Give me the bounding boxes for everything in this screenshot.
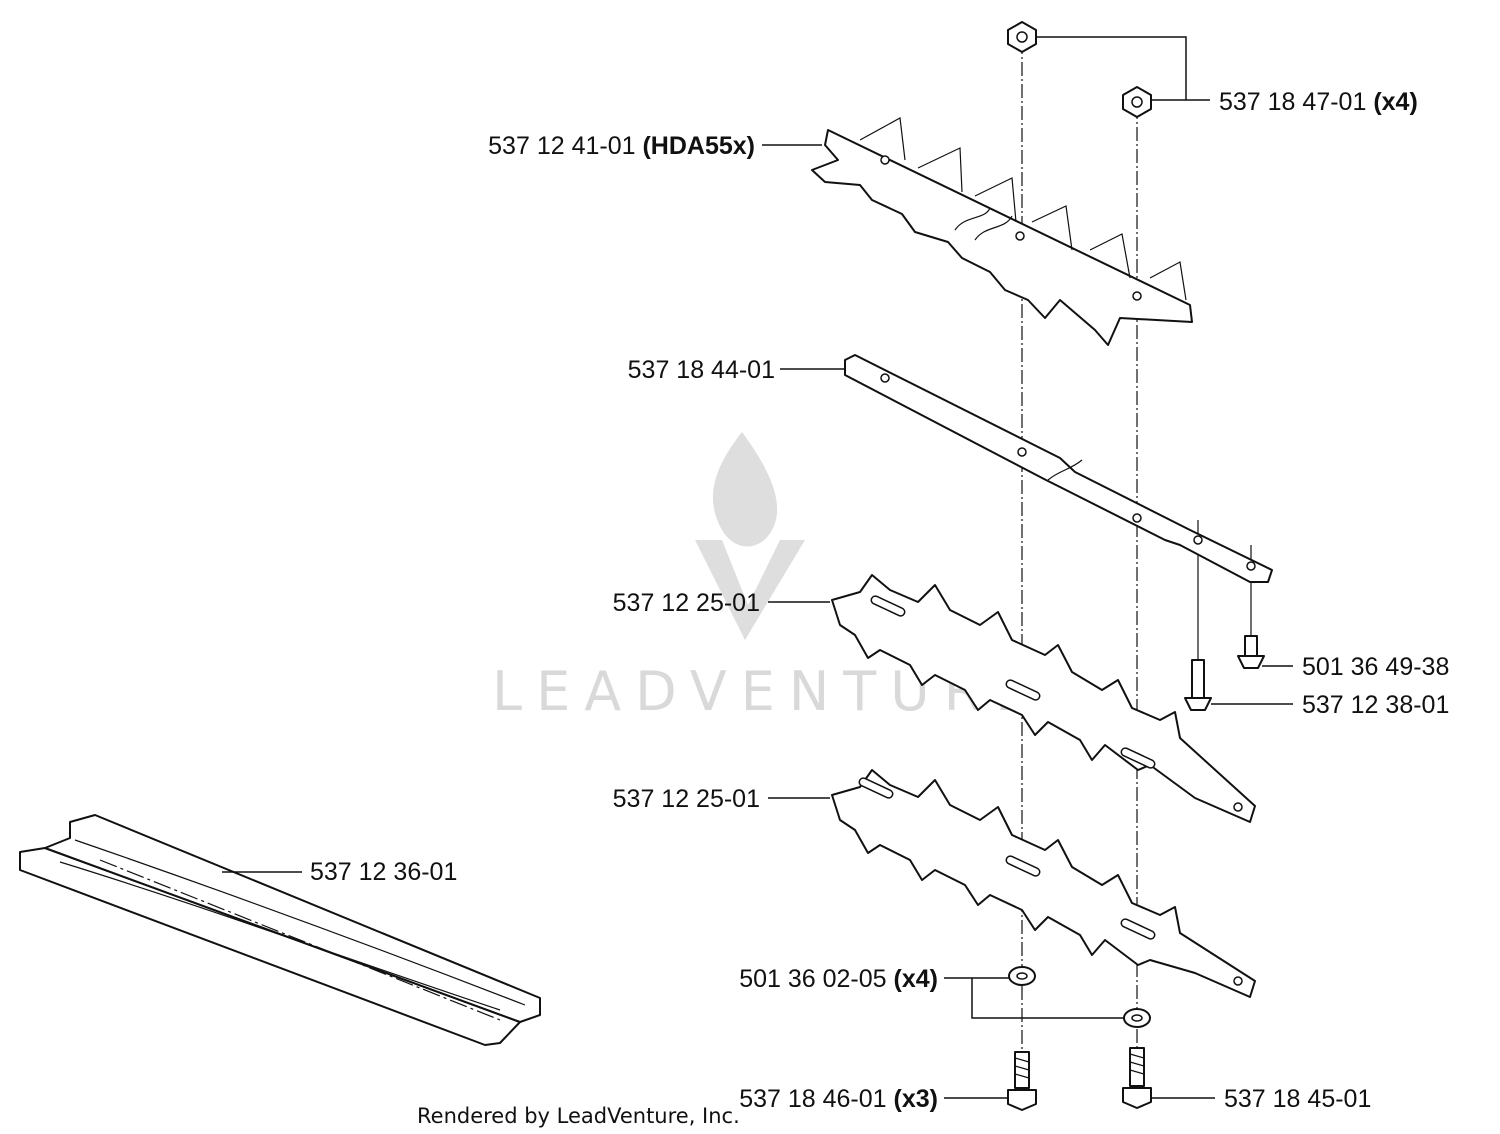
washer-left-icon [1008, 966, 1036, 986]
part-label-537-12-38-01: 537 12 38-01 [1302, 691, 1449, 719]
part-label-537-18-46-01: 537 18 46-01 (x3) [739, 1085, 938, 1113]
cutter-blade-2-drawing [831, 769, 1256, 998]
cutter-blade-1-drawing [831, 574, 1256, 823]
washer-right-icon [1123, 1008, 1151, 1028]
bolt-right-icon [1122, 1047, 1152, 1109]
part-label-501-36-49-38: 501 36 49-38 [1302, 653, 1449, 681]
screw-501-36-49-38-icon [1237, 635, 1265, 669]
nut-top-right-icon [1122, 86, 1152, 118]
blade-guard-drawing [19, 814, 541, 1046]
guide-bar-drawing [844, 354, 1273, 583]
part-label-537-12-36-01: 537 12 36-01 [310, 858, 457, 886]
part-label-537-12-25-01-a: 537 12 25-01 [613, 589, 760, 617]
part-label-537-18-45-01: 537 18 45-01 [1224, 1085, 1371, 1113]
part-label-537-18-47-01: 537 18 47-01 (x4) [1219, 88, 1418, 116]
nut-top-left-icon [1007, 21, 1037, 53]
part-label-537-12-41-01: 537 12 41-01 (HDA55x) [488, 132, 755, 160]
footer-credit: Rendered by LeadVenture, Inc. [417, 1104, 740, 1128]
screw-537-12-38-01-icon [1184, 659, 1212, 711]
bolt-left-icon [1007, 1051, 1037, 1111]
leader-lines [222, 36, 1293, 1099]
part-label-537-12-25-01-b: 537 12 25-01 [613, 785, 760, 813]
part-label-537-18-44-01: 537 18 44-01 [628, 356, 775, 384]
leadventure-logo-icon [695, 432, 805, 640]
upper-blade-drawing [811, 117, 1193, 346]
part-label-501-36-02-05: 501 36 02-05 (x4) [739, 965, 938, 993]
